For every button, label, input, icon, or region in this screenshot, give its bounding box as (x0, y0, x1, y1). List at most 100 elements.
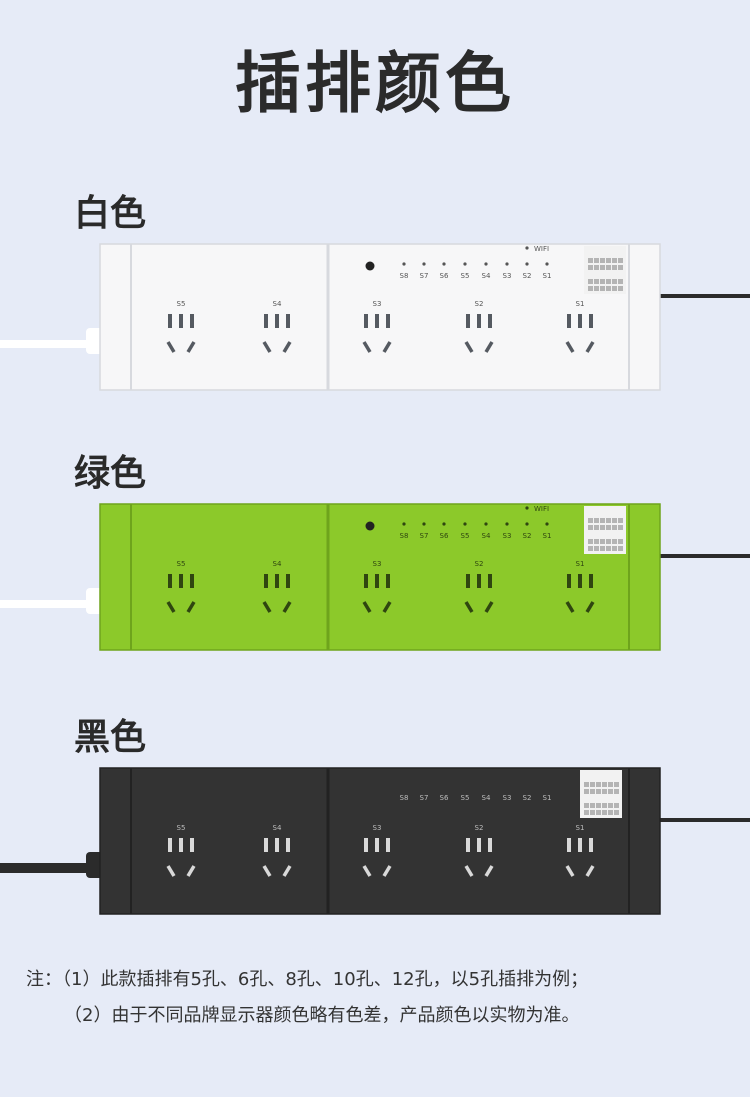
qr-cell (606, 539, 611, 544)
indicator-label: S5 (461, 272, 470, 280)
qr-cell (588, 258, 593, 263)
three-pin-slot (286, 314, 290, 328)
footnote-line-1: 注：（1）此款插排有5孔、6孔、8孔、10孔、12孔，以5孔插排为例； (26, 969, 589, 990)
socket-label: S2 (475, 300, 484, 308)
qr-cell (600, 286, 605, 291)
socket-label: S5 (177, 560, 186, 568)
indicator-label: S1 (543, 532, 552, 540)
two-pin-slot (585, 341, 595, 353)
qr-cell (606, 518, 611, 523)
qr-cell (612, 539, 617, 544)
two-pin-slot (362, 341, 372, 353)
three-pin-slot (275, 574, 279, 588)
three-pin-slot (386, 314, 390, 328)
qr-cell (618, 546, 623, 551)
three-pin-slot (190, 838, 194, 852)
three-pin-slot (275, 314, 279, 328)
qr-cell (618, 525, 623, 530)
three-pin-slot (179, 314, 183, 328)
qr-cell (612, 258, 617, 263)
three-pin-slot (179, 838, 183, 852)
socket-label: S4 (273, 824, 282, 832)
socket-label: S4 (273, 560, 282, 568)
socket-label: S5 (177, 300, 186, 308)
strip-body (99, 503, 661, 651)
qr-cell (606, 525, 611, 530)
three-pin-slot (589, 314, 593, 328)
two-pin-slot (382, 341, 392, 353)
three-pin-slot (190, 314, 194, 328)
qr-cell (594, 279, 599, 284)
qr-cell (600, 525, 605, 530)
indicator-label: S4 (482, 272, 491, 280)
indicator-label: S2 (523, 532, 532, 540)
power-button (365, 521, 375, 531)
two-pin-slot (262, 601, 272, 613)
qr-cell (606, 286, 611, 291)
wifi-led (525, 506, 529, 510)
socket-label: S4 (273, 300, 282, 308)
qr-cell (590, 782, 595, 787)
qr-cell (614, 810, 619, 815)
three-pin-slot (375, 838, 379, 852)
three-pin-slot (578, 314, 582, 328)
indicator-label: S1 (543, 272, 552, 280)
indicator-label: S4 (482, 532, 491, 540)
three-pin-slot (466, 314, 470, 328)
indicator-label: S7 (420, 794, 429, 802)
qr-cell (600, 265, 605, 270)
two-pin-slot (565, 601, 575, 613)
qr-cell (596, 789, 601, 794)
qr-cell (594, 539, 599, 544)
qr-cell (596, 803, 601, 808)
three-pin-slot (168, 314, 172, 328)
three-pin-slot (477, 574, 481, 588)
indicator-label: S1 (543, 794, 552, 802)
qr-cell (606, 279, 611, 284)
three-pin-slot (477, 838, 481, 852)
qr-cell (594, 518, 599, 523)
qr-cell (588, 546, 593, 551)
indicator-label: S2 (523, 272, 532, 280)
qr-cell (606, 546, 611, 551)
three-pin-slot (578, 574, 582, 588)
indicator-led (505, 262, 509, 266)
two-pin-slot (186, 341, 196, 353)
qr-cell (596, 782, 601, 787)
qr-cell (618, 279, 623, 284)
three-pin-slot (264, 574, 268, 588)
qr-cell (612, 518, 617, 523)
indicator-led (525, 522, 529, 526)
three-pin-slot (364, 838, 368, 852)
qr-cell (590, 810, 595, 815)
page-title: 插排颜色 (235, 45, 515, 122)
two-pin-slot (282, 601, 292, 613)
qr-cell (588, 539, 593, 544)
strip-body (99, 243, 661, 391)
indicator-label: S8 (400, 794, 409, 802)
two-pin-slot (382, 865, 392, 877)
three-pin-slot (375, 574, 379, 588)
three-pin-slot (386, 574, 390, 588)
qr-cell (606, 258, 611, 263)
qr-cell (608, 803, 613, 808)
indicator-led (463, 262, 467, 266)
strip-body (99, 767, 661, 915)
qr-cell (590, 789, 595, 794)
three-pin-slot (589, 838, 593, 852)
three-pin-slot (567, 838, 571, 852)
indicator-led (422, 522, 426, 526)
qr-cell (588, 525, 593, 530)
three-pin-slot (477, 314, 481, 328)
two-pin-slot (382, 601, 392, 613)
two-pin-slot (484, 865, 494, 877)
qr-cell (588, 518, 593, 523)
socket-label: S5 (177, 824, 186, 832)
qr-cell (612, 546, 617, 551)
three-pin-slot (364, 574, 368, 588)
two-pin-slot (186, 601, 196, 613)
qr-cell (602, 789, 607, 794)
